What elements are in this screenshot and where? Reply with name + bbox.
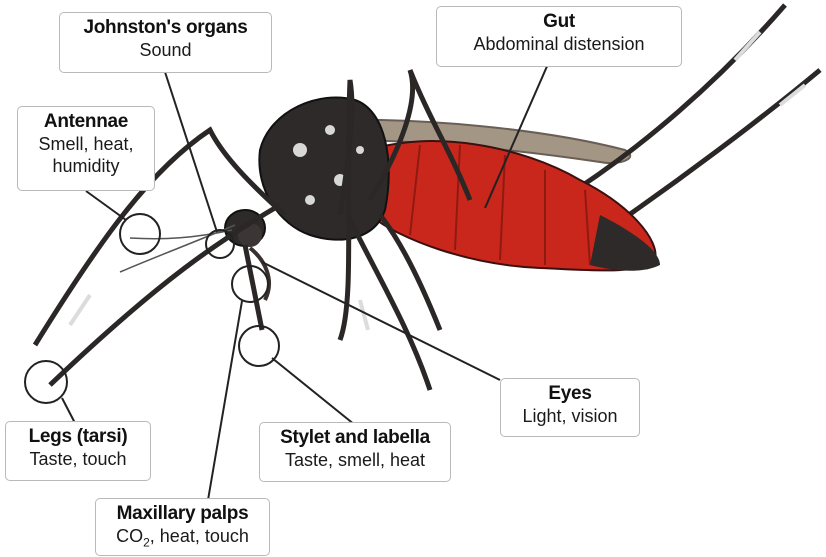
- leader-line: [208, 301, 242, 500]
- leader-line: [272, 358, 355, 425]
- leader-line: [86, 191, 126, 220]
- gut-label: Gut Abdominal distension: [436, 6, 682, 67]
- palps-title: Maxillary palps: [104, 503, 261, 525]
- johnston-desc: Sound: [68, 39, 263, 61]
- palps-label: Maxillary palps CO2, heat, touch: [95, 498, 270, 556]
- eyes-desc: Light, vision: [509, 405, 631, 427]
- antennae-desc-line2: humidity: [26, 155, 146, 177]
- legs-circle: [25, 361, 67, 403]
- gut-title: Gut: [445, 11, 673, 33]
- eyes-label: Eyes Light, vision: [500, 378, 640, 437]
- stylet-title: Stylet and labella: [268, 427, 442, 449]
- johnston-label: Johnston's organs Sound: [59, 12, 272, 73]
- antennae-label: Antennae Smell, heat, humidity: [17, 106, 155, 191]
- leader-line: [165, 72, 217, 232]
- stylet-desc: Taste, smell, heat: [268, 449, 442, 471]
- stylet-label: Stylet and labella Taste, smell, heat: [259, 422, 451, 482]
- gut-desc: Abdominal distension: [445, 33, 673, 55]
- antennae-desc-line1: Smell, heat,: [26, 133, 146, 155]
- antennae-title: Antennae: [26, 111, 146, 133]
- johnston-title: Johnston's organs: [68, 17, 263, 39]
- eyes-title: Eyes: [509, 383, 631, 405]
- legs-desc: Taste, touch: [14, 448, 142, 470]
- legs-title: Legs (tarsi): [14, 426, 142, 448]
- hind-leg: [600, 70, 820, 235]
- palps-desc: CO2, heat, touch: [104, 525, 261, 547]
- legs-label: Legs (tarsi) Taste, touch: [5, 421, 151, 481]
- thorax: [259, 97, 388, 239]
